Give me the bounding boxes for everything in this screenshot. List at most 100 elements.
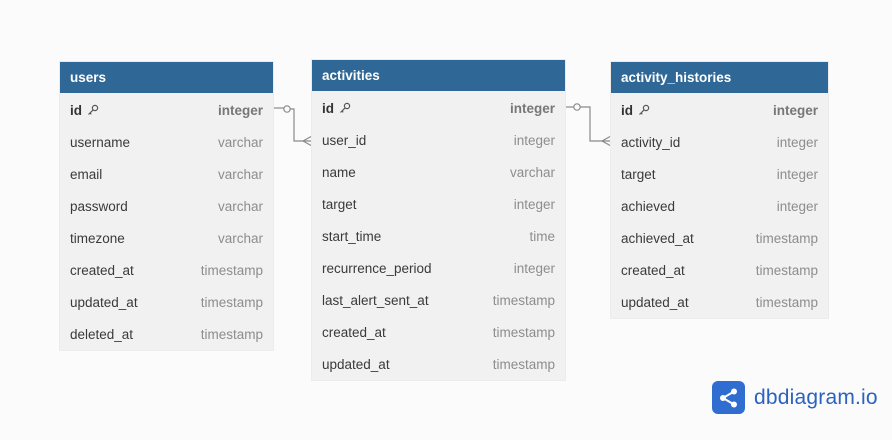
column-row-last-alert-sent-at[interactable]: last_alert_sent_at timestamp bbox=[312, 284, 565, 316]
column-name-text: password bbox=[70, 198, 128, 214]
column-row-id[interactable]: id integer bbox=[611, 94, 828, 126]
column-name: achieved_at bbox=[621, 231, 694, 246]
column-type: varchar bbox=[217, 134, 263, 150]
column-name-text: id bbox=[70, 102, 82, 118]
column-row-name[interactable]: name varchar bbox=[312, 156, 565, 188]
column-name-text: last_alert_sent_at bbox=[322, 292, 429, 308]
column-name-text: achieved bbox=[621, 198, 676, 214]
column-type: integer bbox=[513, 260, 555, 276]
primary-key-icon bbox=[639, 104, 650, 115]
column-name: activity_id bbox=[621, 135, 680, 150]
column-name: email bbox=[70, 167, 102, 182]
column-name: id bbox=[621, 103, 650, 118]
column-type: varchar bbox=[217, 230, 263, 246]
column-name: updated_at bbox=[621, 295, 689, 310]
table-header[interactable]: users bbox=[60, 62, 273, 93]
brand-name: dbdiagram.io bbox=[754, 385, 878, 409]
many-end-marker bbox=[302, 135, 313, 147]
column-row-recurrence-period[interactable]: recurrence_period integer bbox=[312, 252, 565, 284]
column-row-created-at[interactable]: created_at timestamp bbox=[312, 316, 565, 348]
column-name-text: updated_at bbox=[621, 294, 689, 310]
primary-key-icon bbox=[88, 104, 99, 115]
column-name: id bbox=[322, 101, 351, 116]
column-name-text: created_at bbox=[70, 262, 134, 278]
column-row-created-at[interactable]: created_at timestamp bbox=[60, 254, 273, 286]
column-row-id[interactable]: id integer bbox=[312, 92, 565, 124]
column-type: integer bbox=[217, 102, 263, 118]
column-name-text: user_id bbox=[322, 132, 367, 148]
column-type: varchar bbox=[509, 164, 555, 180]
column-type: timestamp bbox=[200, 326, 263, 342]
column-name: name bbox=[322, 165, 356, 180]
column-type: timestamp bbox=[200, 294, 263, 310]
table-header[interactable]: activity_histories bbox=[611, 62, 828, 93]
column-name: achieved bbox=[621, 199, 675, 214]
column-name: id bbox=[70, 103, 99, 118]
column-name-text: username bbox=[70, 134, 131, 150]
relationship-users-activities[interactable] bbox=[273, 105, 313, 147]
column-type: timestamp bbox=[755, 230, 818, 246]
column-type: timestamp bbox=[200, 262, 263, 278]
column-name-text: activity_id bbox=[621, 134, 681, 150]
column-type: varchar bbox=[217, 166, 263, 182]
column-name-text: recurrence_period bbox=[322, 260, 432, 276]
column-name: recurrence_period bbox=[322, 261, 432, 276]
column-name: created_at bbox=[621, 263, 685, 278]
column-type: timestamp bbox=[492, 292, 555, 308]
column-row-deleted-at[interactable]: deleted_at timestamp bbox=[60, 318, 273, 350]
column-name: created_at bbox=[70, 263, 134, 278]
table-columns: id integer username varchar email varchar pass… bbox=[60, 93, 273, 350]
column-row-target[interactable]: target integer bbox=[611, 158, 828, 190]
column-type: integer bbox=[513, 196, 555, 212]
column-row-target[interactable]: target integer bbox=[312, 188, 565, 220]
table-header[interactable]: activities bbox=[312, 60, 565, 91]
column-name: target bbox=[621, 167, 656, 182]
relationship-activities-histories[interactable] bbox=[565, 103, 612, 147]
column-name-text: target bbox=[621, 166, 656, 182]
column-type: timestamp bbox=[755, 262, 818, 278]
column-name-text: deleted_at bbox=[70, 326, 134, 342]
column-type: integer bbox=[772, 102, 818, 118]
column-type: integer bbox=[509, 100, 555, 116]
column-row-id[interactable]: id integer bbox=[60, 94, 273, 126]
column-name: username bbox=[70, 135, 130, 150]
column-name-text: achieved_at bbox=[621, 230, 694, 246]
column-name: last_alert_sent_at bbox=[322, 293, 429, 308]
column-row-username[interactable]: username varchar bbox=[60, 126, 273, 158]
column-name-text: id bbox=[621, 102, 633, 118]
column-type: timestamp bbox=[492, 356, 555, 372]
column-row-email[interactable]: email varchar bbox=[60, 158, 273, 190]
column-type: timestamp bbox=[492, 324, 555, 340]
column-type: integer bbox=[776, 134, 818, 150]
table-users[interactable]: users id integer username varchar email varch… bbox=[60, 62, 273, 350]
column-name-text: start_time bbox=[322, 228, 382, 244]
column-name: deleted_at bbox=[70, 327, 133, 342]
column-type: integer bbox=[776, 166, 818, 182]
brand-watermark[interactable]: dbdiagram.io bbox=[712, 381, 878, 414]
column-name-text: name bbox=[322, 164, 356, 180]
column-row-achieved[interactable]: achieved integer bbox=[611, 190, 828, 222]
column-name: created_at bbox=[322, 325, 386, 340]
column-name-text: id bbox=[322, 100, 334, 116]
one-end-marker bbox=[283, 105, 291, 113]
column-type: integer bbox=[776, 198, 818, 214]
column-row-achieved-at[interactable]: achieved_at timestamp bbox=[611, 222, 828, 254]
column-row-activity-id[interactable]: activity_id integer bbox=[611, 126, 828, 158]
many-end-marker bbox=[601, 135, 612, 147]
share-nodes-icon bbox=[712, 381, 745, 414]
column-name-text: target bbox=[322, 196, 357, 212]
column-name-text: email bbox=[70, 166, 103, 182]
column-row-created-at[interactable]: created_at timestamp bbox=[611, 254, 828, 286]
